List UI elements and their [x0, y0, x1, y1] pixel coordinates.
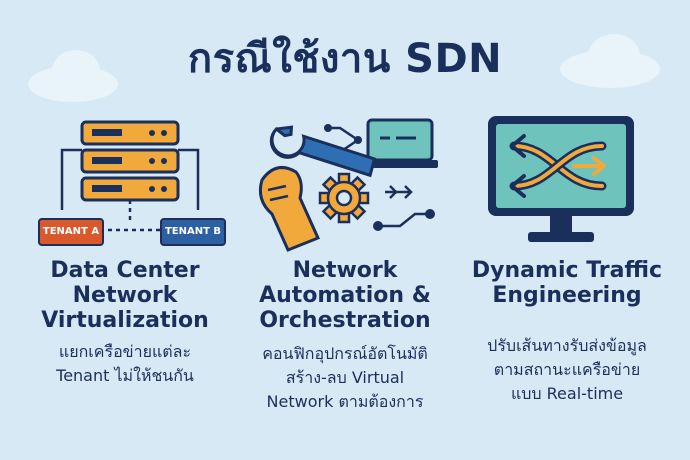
heading-automation: Network Automation & Orchestration [259, 258, 431, 333]
server-rack-icon [60, 120, 200, 232]
tenant-a-badge: TENANT A [38, 218, 104, 246]
column-traffic: Dynamic Traffic Engineering ปรับเส้นทางร… [462, 0, 672, 460]
description-data-center: แยกเครือข่ายแต่ละ Tenant ไม่ให้ชนกัน [56, 342, 194, 385]
heading-data-center: Data Center Network Virtualization [41, 258, 209, 333]
tenant-b-badge: TENANT B [160, 218, 226, 246]
heading-traffic: Dynamic Traffic Engineering [471, 258, 663, 308]
description-traffic: ปรับเส้นทางรับส่งข้อมูล ตามสถานะแครือข่า… [487, 336, 647, 403]
description-automation: คอนฟิกอุปกรณ์อัตโนมัติ สร้าง-ลบ Virtual … [262, 344, 428, 411]
column-data-center: TENANT A TENANT B Data Center Network Vi… [20, 0, 230, 460]
monitor-traffic-icon [488, 116, 634, 242]
page-title: กรณีใช้งาน SDN [187, 36, 503, 82]
cloud-decoration-left-puff [52, 50, 100, 92]
cloud-decoration-right-puff [588, 34, 640, 78]
column-automation: Network Automation & Orchestration คอนฟิ… [240, 0, 450, 460]
wrench-gear-icon [258, 118, 438, 252]
